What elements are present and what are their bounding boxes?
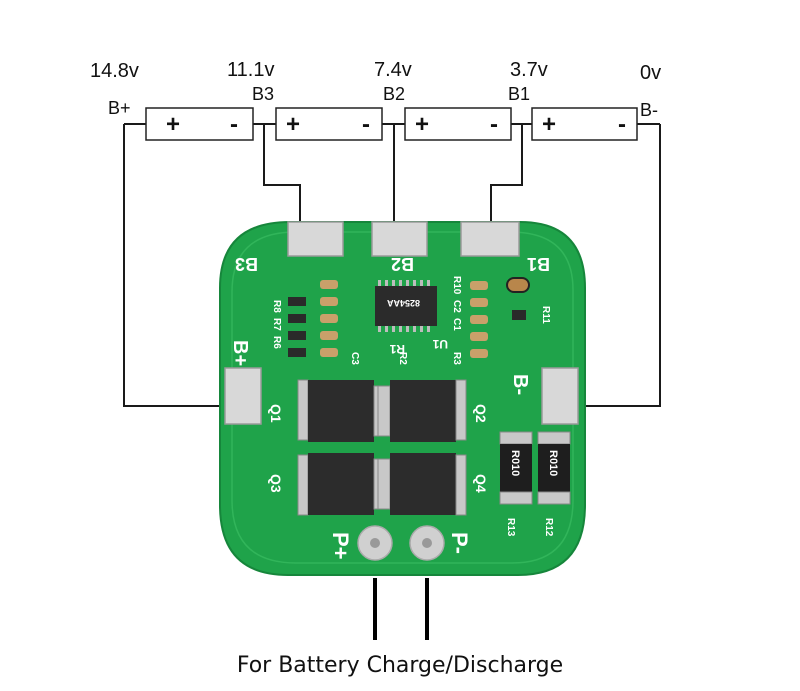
silk-b1: B1 bbox=[527, 254, 550, 274]
silk-c1: C1 bbox=[451, 318, 462, 331]
voltage-label-b2: 7.4v bbox=[374, 59, 412, 81]
node-label-b2: B2 bbox=[383, 84, 405, 104]
silk-c3: C3 bbox=[349, 352, 360, 365]
cell-plus-sign: + bbox=[286, 111, 300, 138]
node-label-b3: B3 bbox=[252, 84, 274, 104]
board-trace-ring bbox=[231, 231, 574, 564]
mosfet-q2 bbox=[377, 379, 467, 442]
silk-r10: R10 bbox=[451, 276, 462, 295]
voltage-label-b3: 11.1v bbox=[227, 59, 274, 81]
silk-r7: R7 bbox=[271, 318, 282, 331]
pad-b2 bbox=[371, 221, 428, 257]
pad-bminus bbox=[541, 367, 579, 425]
shunt-resistor-r13: R010 bbox=[499, 431, 533, 505]
mosfet-q1 bbox=[297, 379, 387, 442]
silk-r8: R8 bbox=[271, 300, 282, 313]
silk-q4: Q4 bbox=[473, 474, 489, 493]
silk-bminus: B- bbox=[509, 374, 531, 395]
cell-minus-sign: - bbox=[362, 111, 370, 138]
led-c bbox=[506, 277, 530, 293]
silk-q2: Q2 bbox=[473, 404, 489, 423]
silk-b2: B2 bbox=[391, 254, 414, 274]
silk-r2: R2 bbox=[397, 352, 408, 365]
pad-b3 bbox=[287, 221, 344, 257]
silk-pplus: P+ bbox=[328, 532, 353, 560]
pad-b1 bbox=[460, 221, 520, 257]
ic-marking: 8254AA bbox=[386, 298, 420, 308]
protection-ic bbox=[375, 286, 437, 326]
voltage-label-bminus: 0v bbox=[640, 62, 661, 84]
wire-b3-to-pad bbox=[263, 124, 301, 222]
silk-r12: R12 bbox=[543, 518, 554, 537]
silk-r13: R13 bbox=[505, 518, 516, 537]
node-label-bplus: B+ bbox=[108, 98, 131, 118]
cell-plus-sign: + bbox=[415, 111, 429, 138]
voltage-label-bplus: 14.8v bbox=[90, 60, 139, 82]
silk-u1: U1 bbox=[432, 337, 448, 351]
pad-bplus bbox=[224, 367, 262, 425]
pad-pplus-hole bbox=[370, 538, 380, 548]
passive-array-right bbox=[470, 277, 530, 358]
shunt-resistor-r12: R010 bbox=[537, 431, 571, 505]
silk-bplus: B+ bbox=[229, 340, 251, 366]
wire-bminus-to-pad bbox=[578, 124, 661, 407]
cell-minus-sign: - bbox=[230, 111, 238, 138]
mosfet-q3 bbox=[297, 453, 387, 516]
silk-r1: R1 bbox=[389, 342, 405, 356]
cell-plus-sign: + bbox=[166, 111, 180, 138]
silk-r11: R11 bbox=[540, 306, 551, 324]
silk-b3: B3 bbox=[235, 254, 258, 274]
shunt-marking: R010 bbox=[509, 450, 521, 476]
cell-minus-sign: - bbox=[490, 111, 498, 138]
silk-pminus: P- bbox=[447, 532, 472, 554]
wire-bplus-to-pad bbox=[123, 124, 225, 407]
mosfet-q4 bbox=[377, 453, 467, 516]
bms-board: B3 B2 B1 B+ B- 8254AA U1 R1 R8 R7 R6 C3 bbox=[219, 221, 586, 576]
battery-cell-1: + - bbox=[145, 107, 254, 141]
voltage-label-b1: 3.7v bbox=[510, 59, 548, 81]
pad-pminus-hole bbox=[422, 538, 432, 548]
caption: For Battery Charge/Discharge bbox=[237, 653, 563, 678]
battery-cell-2: + - bbox=[275, 107, 383, 141]
passive-array-left bbox=[288, 280, 338, 357]
silk-q1: Q1 bbox=[268, 404, 284, 423]
silk-r3: R3 bbox=[451, 352, 462, 365]
silk-r6: R6 bbox=[271, 336, 282, 349]
wire-b1-to-pad bbox=[490, 124, 523, 222]
cell-plus-sign: + bbox=[542, 111, 556, 138]
node-label-b1: B1 bbox=[508, 84, 530, 104]
resistor-r11 bbox=[512, 310, 526, 320]
shunt-marking: R010 bbox=[547, 450, 559, 476]
silk-q3: Q3 bbox=[268, 474, 284, 493]
battery-cell-4: + - bbox=[531, 107, 638, 141]
silk-c2: C2 bbox=[451, 300, 462, 313]
node-label-bminus: B- bbox=[640, 100, 658, 120]
cell-minus-sign: - bbox=[618, 111, 626, 138]
battery-cell-3: + - bbox=[404, 107, 512, 141]
